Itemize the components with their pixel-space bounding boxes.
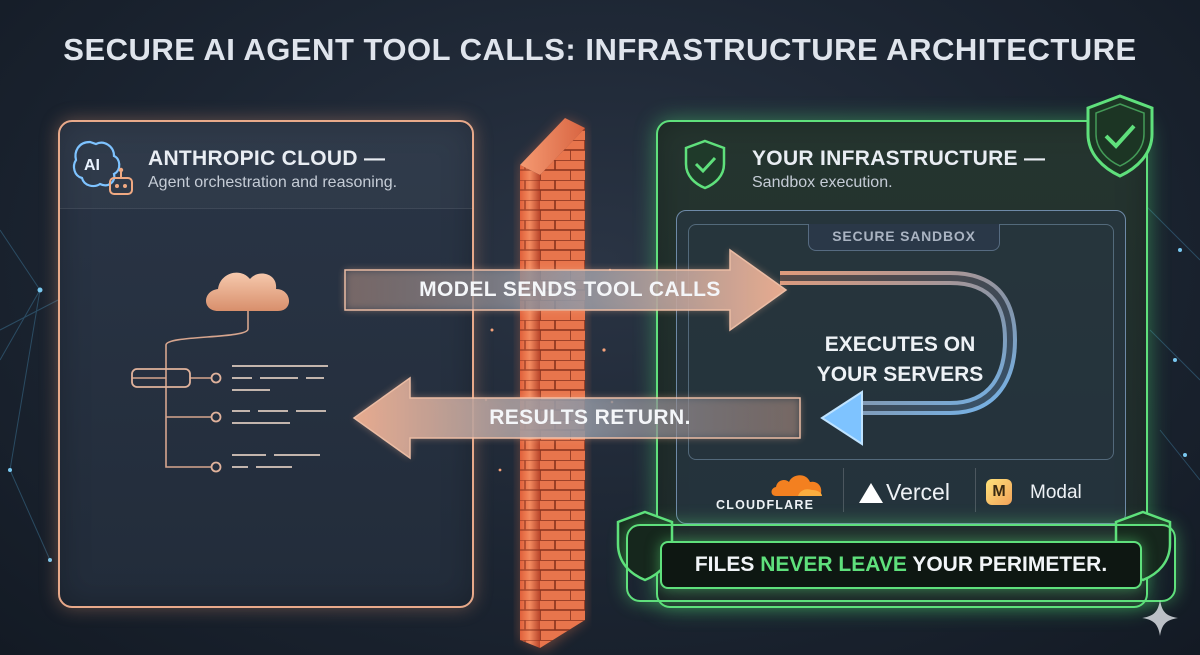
executes-on-servers-label: EXECUTES ON YOUR SERVERS xyxy=(780,330,1020,390)
your-infrastructure-title: YOUR INFRASTRUCTURE — xyxy=(752,147,1046,170)
cloud-icon xyxy=(206,272,290,311)
your-infrastructure-subtitle: Sandbox execution. xyxy=(752,174,893,191)
loop-arrowhead-icon xyxy=(820,390,863,446)
anthropic-panel-header xyxy=(60,122,472,209)
anthropic-cloud-panel xyxy=(58,120,474,608)
ai-brain-robot-icon: AI xyxy=(72,140,133,195)
secure-sandbox-label: SECURE SANDBOX xyxy=(808,224,1000,251)
vercel-logo-text: Vercel xyxy=(886,479,950,505)
perimeter-highlight: NEVER LEAVE xyxy=(760,553,907,576)
orchestration-tree-diagram xyxy=(131,272,328,473)
outbound-arrow-label: MODEL SENDS TOOL CALLS xyxy=(419,278,721,301)
anthropic-cloud-subtitle: Agent orchestration and reasoning. xyxy=(148,174,398,191)
perimeter-frame xyxy=(626,524,1176,602)
modal-logo-icon: M xyxy=(986,479,1012,505)
executes-label-line2: YOUR SERVERS xyxy=(816,363,984,386)
vercel-triangle-icon xyxy=(859,483,883,503)
perimeter-suffix: YOUR PERIMETER. xyxy=(912,553,1108,576)
outbound-arrow xyxy=(344,248,788,332)
shield-check-icon xyxy=(684,139,726,190)
executes-label-line1: EXECUTES ON xyxy=(824,333,976,356)
modal-logo-text: Modal xyxy=(1030,482,1082,503)
diagram-title: SECURE AI AGENT TOOL CALLS: INFRASTRUCTU… xyxy=(63,32,1137,67)
provider-separator-2 xyxy=(975,468,976,512)
perimeter-banner: FILES NEVER LEAVE YOUR PERIMETER. xyxy=(660,541,1142,589)
inbound-arrow xyxy=(352,376,801,460)
perimeter-prefix: FILES xyxy=(694,553,755,576)
provider-separator-1 xyxy=(843,468,844,512)
large-shield-check-icon xyxy=(1086,94,1154,178)
modal-icon-letter: M xyxy=(992,483,1006,500)
inbound-arrow-label: RESULTS RETURN. xyxy=(489,406,691,429)
ai-icon-text: AI xyxy=(84,157,100,174)
cloudflare-cloud-icon xyxy=(771,475,822,496)
anthropic-cloud-title: ANTHROPIC CLOUD — xyxy=(148,147,386,170)
cloudflare-logo-text: CLOUDFLARE xyxy=(716,498,815,512)
secure-sandbox-box xyxy=(676,210,1126,524)
sparkle-icon xyxy=(1142,600,1178,636)
